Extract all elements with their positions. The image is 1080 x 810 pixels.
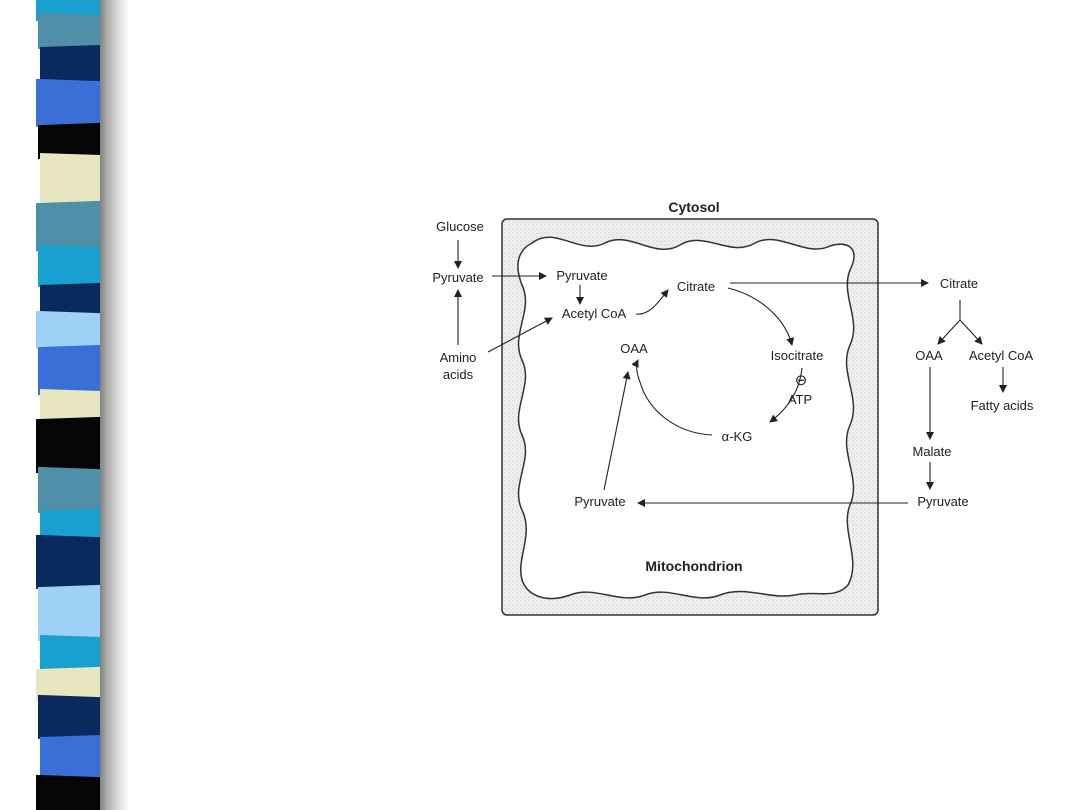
arrow-amino-acids-to-acetyl-coa [487, 317, 553, 353]
label-citrate-mito: Citrate [677, 279, 715, 294]
decorative-stripe-bar [0, 0, 130, 810]
label-fatty-acids: Fatty acids [971, 398, 1034, 413]
label-pyruvate-cytosol-bottom: Pyruvate [917, 494, 968, 509]
cytosol-title: Cytosol [668, 199, 719, 215]
arrow-isocitrate-to-alpha-kg [769, 367, 803, 423]
label-pyruvate-cytosol: Pyruvate [432, 270, 483, 285]
label-pyruvate-mito-top: Pyruvate [556, 268, 607, 283]
label-glucose: Glucose [436, 219, 484, 234]
label-citrate-cytosol: Citrate [940, 276, 978, 291]
arrow-acetyl-coa-to-citrate [635, 289, 669, 315]
label-pyruvate-mito-bottom: Pyruvate [574, 494, 625, 509]
label-acetyl-coa-mito: Acetyl CoA [562, 306, 627, 321]
mitochondrion-title: Mitochondrion [645, 558, 742, 574]
label-malate: Malate [912, 444, 951, 459]
stripe-shadow [96, 0, 130, 810]
label-amino: Amino [440, 350, 477, 365]
arrow-alpha-kg-to-oaa [631, 359, 713, 436]
label-alpha-kg: α-KG [722, 429, 753, 444]
arrow-citrate-to-oaa [937, 319, 961, 345]
arrow-citrate-to-acetyl-coa [959, 319, 983, 345]
label-oaa-cytosol: OAA [915, 348, 943, 363]
label-acetyl-coa-cytosol: Acetyl CoA [969, 348, 1034, 363]
label-isocitrate: Isocitrate [771, 348, 824, 363]
arrow-citrate-to-isocitrate [727, 287, 795, 346]
arrow-pyruvate-to-oaa [603, 371, 631, 491]
mitochondrion-membrane [517, 236, 855, 600]
label-acids: acids [443, 367, 474, 382]
label-oaa-mito: OAA [620, 341, 648, 356]
